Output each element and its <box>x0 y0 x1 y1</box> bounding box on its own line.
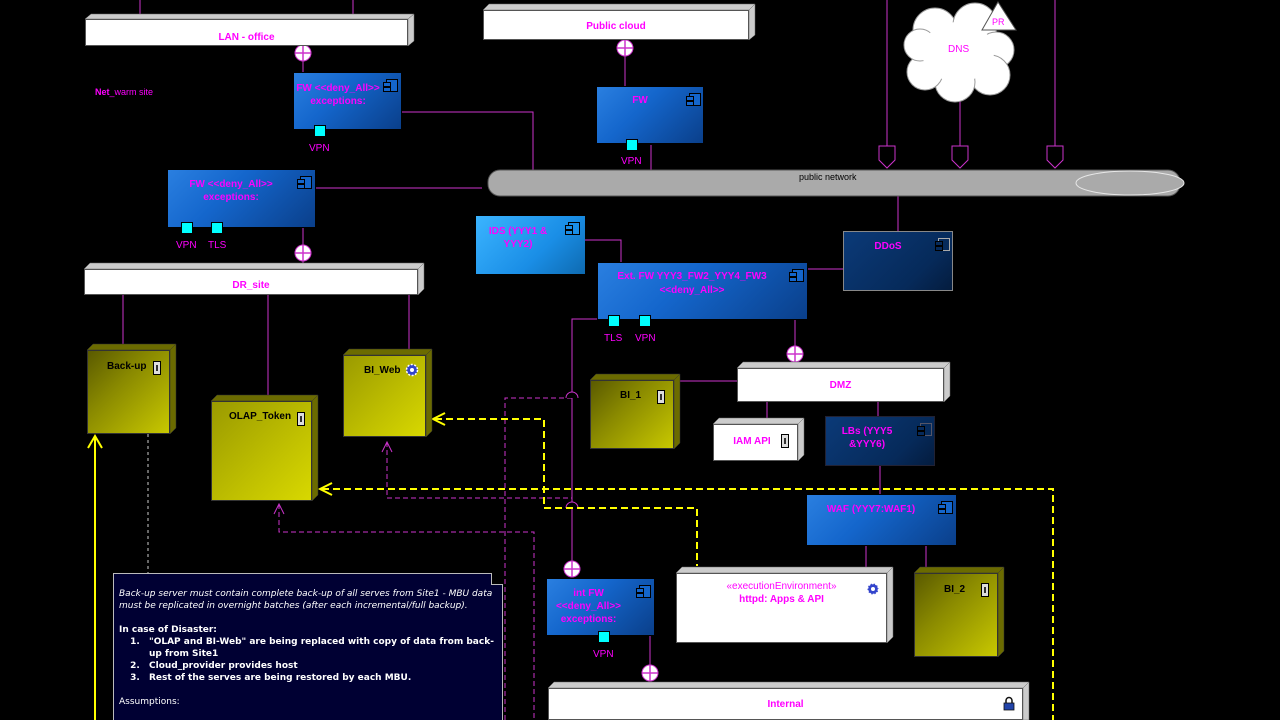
component-icon <box>938 501 953 514</box>
net-warm-site-suffix: _warm site <box>109 87 154 97</box>
vpn-port-label: VPN <box>621 156 642 167</box>
note-heading: In case of Disaster: <box>119 625 217 635</box>
gear-icon <box>405 363 419 377</box>
dr-site-node[interactable] <box>84 269 418 295</box>
dns-label: DNS <box>948 44 970 55</box>
public-network-label: public network <box>799 172 857 182</box>
note-fold-corner <box>491 573 503 585</box>
iam-api-node[interactable] <box>713 424 798 461</box>
note-list: "OLAP and BI-Web" are being replaced wit… <box>119 636 496 684</box>
fw-cloud-node[interactable] <box>596 86 704 144</box>
backup-node[interactable] <box>87 350 170 434</box>
waf-label: WAF (YYY7:WAF1) <box>826 504 916 515</box>
execution-environment-stereotype: «executionEnvironment» <box>726 581 837 592</box>
public-cloud-node[interactable] <box>483 10 749 40</box>
int-fw-node[interactable] <box>546 578 655 636</box>
bi-1-label: BI_1 <box>620 390 642 401</box>
internal-node[interactable] <box>548 688 1023 720</box>
public-network-bus <box>487 169 1185 197</box>
note-intro: Back-up server must contain complete bac… <box>119 589 493 611</box>
server-icon <box>781 434 789 448</box>
gear-icon <box>866 582 880 596</box>
component-icon <box>636 585 651 598</box>
lbs-node[interactable] <box>825 416 935 466</box>
tls-port[interactable] <box>211 222 223 234</box>
fw-warm-site-label: FW <<deny_All>> exceptions: <box>189 179 273 203</box>
bi-web-node[interactable] <box>343 355 426 437</box>
ext-fw-node[interactable] <box>597 262 808 320</box>
vpn-port-label: VPN <box>309 143 330 154</box>
ddos-label: DDoS <box>874 241 902 252</box>
vpn-port-label: VPN <box>593 649 614 660</box>
waf-node[interactable] <box>806 494 957 546</box>
internal-label: Internal <box>767 699 804 710</box>
lock-icon <box>1003 696 1015 711</box>
vpn-port[interactable] <box>626 139 638 151</box>
bi-web-label: BI_Web <box>364 365 401 376</box>
component-icon <box>686 93 701 106</box>
server-icon <box>981 583 989 597</box>
net-warm-site-prefix: Net <box>95 87 110 97</box>
component-icon <box>383 79 398 92</box>
vpn-port[interactable] <box>181 222 193 234</box>
server-icon <box>657 390 665 404</box>
execution-environment-label: httpd: Apps & API <box>739 594 824 605</box>
iam-api-label: IAM API <box>733 436 771 447</box>
server-icon <box>297 412 305 426</box>
net-warm-site-label: Net_warm site <box>95 87 153 97</box>
ids-label: IDS (YYY1 & YYY2) <box>488 226 548 250</box>
vpn-port[interactable] <box>598 631 610 643</box>
ext-fw-label: Ext. FW YYY3_FW2_YYY4_FW3 <<deny_All>> <box>617 271 767 296</box>
lbs-label: LBs (YYY5 &YYY6) <box>841 426 893 450</box>
bi-2-node[interactable] <box>914 573 998 657</box>
dns-cloud-shape <box>903 2 1015 103</box>
tls-port-label: TLS <box>604 333 623 344</box>
tls-port-label: TLS <box>208 240 227 251</box>
olap-token-node[interactable] <box>211 401 312 501</box>
public-cloud-label: Public cloud <box>586 21 646 32</box>
fw-warm-site-node[interactable] <box>167 169 316 228</box>
dr-site-label: DR_site <box>232 280 270 291</box>
lan-office-node[interactable] <box>85 19 408 46</box>
component-icon <box>917 423 932 436</box>
dns-badge: PR <box>992 17 1005 27</box>
component-icon <box>565 222 580 235</box>
dmz-label: DMZ <box>829 380 852 391</box>
note-assumptions: Assumptions: <box>119 697 180 707</box>
bi-2-label: BI_2 <box>944 584 966 595</box>
component-icon <box>789 269 804 282</box>
note-list-item: Rest of the serves are being restored by… <box>143 672 496 684</box>
vpn-port[interactable] <box>314 125 326 137</box>
disaster-recovery-note: Back-up server must contain complete bac… <box>113 573 503 720</box>
ddos-node[interactable] <box>843 231 953 291</box>
bi-1-node[interactable] <box>590 380 674 449</box>
server-icon <box>153 361 161 375</box>
fw-office-label: FW <<deny_All>> exceptions: <box>296 83 380 107</box>
component-icon <box>297 176 312 189</box>
note-list-item: Cloud_provider provides host <box>143 660 496 672</box>
note-list-item: "OLAP and BI-Web" are being replaced wit… <box>143 636 496 660</box>
dmz-node[interactable] <box>737 368 944 402</box>
tls-port[interactable] <box>608 315 620 327</box>
lan-office-label: LAN - office <box>218 32 275 43</box>
vpn-port[interactable] <box>639 315 651 327</box>
int-fw-label: int FW <<deny_All>> exceptions: <box>555 588 622 625</box>
vpn-port-label: VPN <box>176 240 197 251</box>
ids-node[interactable] <box>476 216 585 274</box>
execution-environment-node[interactable] <box>676 573 887 643</box>
fw-office-node[interactable] <box>293 72 402 130</box>
backup-label: Back-up <box>107 361 147 372</box>
component-icon <box>935 238 950 251</box>
fw-cloud-label: FW <box>632 95 648 106</box>
vpn-port-label: VPN <box>635 333 656 344</box>
olap-token-label: OLAP_Token <box>229 411 292 422</box>
